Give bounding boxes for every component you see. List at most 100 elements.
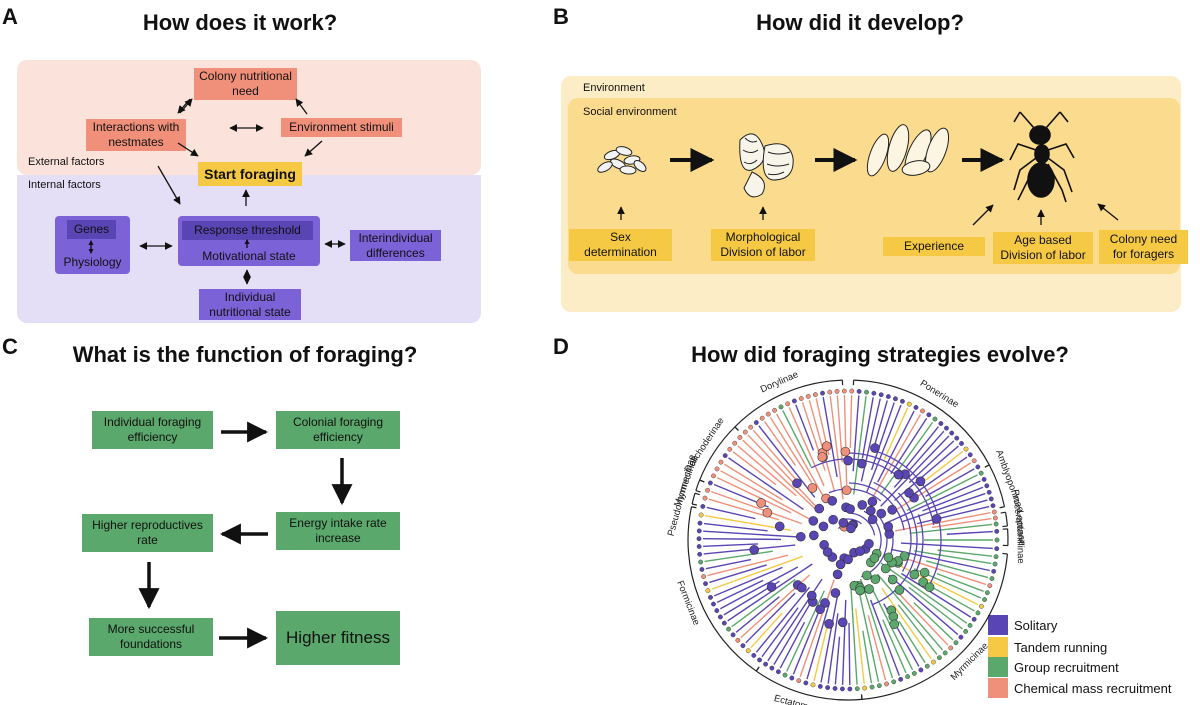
clade-tick: [984, 464, 990, 468]
clade-arc: [699, 426, 736, 481]
tip: [775, 669, 781, 675]
branch: [750, 612, 783, 649]
internal-node: [864, 538, 874, 549]
internal-node: [817, 452, 828, 462]
internal-node: [880, 563, 891, 574]
tip: [898, 676, 904, 682]
tip: [825, 685, 831, 691]
tip: [696, 536, 702, 542]
branch: [829, 396, 844, 500]
internal-node: [894, 585, 905, 595]
tip: [810, 682, 816, 688]
tip: [849, 388, 855, 394]
branch: [913, 602, 954, 641]
energy-intake-box: Energy intake rate increase: [276, 512, 400, 550]
tip: [732, 440, 738, 446]
individual-efficiency-box: Individual foraging efficiency: [92, 411, 213, 449]
ant-icon: [1009, 111, 1075, 203]
tip: [991, 568, 997, 574]
tip: [832, 686, 838, 691]
tip: [798, 396, 804, 401]
tip: [967, 623, 973, 628]
branch: [891, 462, 972, 513]
panel-a-title: How does it work?: [142, 10, 338, 35]
tip: [937, 655, 942, 661]
internal-node: [915, 476, 926, 487]
tip: [949, 430, 955, 436]
branch: [908, 440, 955, 484]
tip: [697, 520, 703, 526]
internal-node: [832, 569, 843, 580]
internal-node: [815, 604, 825, 615]
tip: [994, 537, 1000, 543]
clade-arc: [687, 506, 757, 672]
internal-arc: [810, 458, 901, 479]
tip: [991, 509, 997, 515]
age-based-division-box: Age based Division of labor: [993, 232, 1093, 264]
branch: [909, 523, 993, 535]
branch: [873, 400, 888, 447]
internal-node: [766, 582, 777, 592]
branch: [813, 625, 829, 682]
legend-swatch-group: [988, 657, 1008, 677]
branch: [867, 615, 887, 681]
branch: [792, 612, 819, 675]
internal-node: [824, 619, 834, 629]
branch: [876, 573, 944, 651]
tip: [705, 487, 710, 493]
clade-label: Dolichoderinae: [683, 416, 727, 475]
branch: [869, 599, 900, 676]
branch: [758, 425, 816, 498]
internal-node: [846, 523, 856, 534]
internal-node: [876, 508, 887, 519]
tip: [769, 665, 775, 671]
branch: [895, 512, 991, 532]
branch: [870, 402, 895, 471]
tip: [905, 674, 910, 679]
tip: [984, 590, 990, 596]
genes-box: Genes: [67, 220, 116, 239]
higher-fitness-box: Higher fitness: [276, 611, 400, 665]
clade-arc: [734, 379, 843, 428]
branch: [862, 630, 873, 684]
tip: [840, 686, 845, 692]
tip: [981, 476, 987, 482]
tip: [864, 389, 869, 395]
internal-node: [855, 585, 865, 596]
branch: [716, 476, 792, 514]
clade-label: Myrmicinae: [949, 641, 991, 683]
clade-tick: [999, 506, 1005, 509]
branch: [727, 563, 813, 622]
branch: [775, 413, 827, 502]
sex-determination-box: Sex determination: [569, 229, 672, 261]
response-threshold-box: Response threshold: [182, 221, 313, 240]
internal-node: [809, 530, 819, 541]
internal-arc: [848, 482, 905, 531]
branch: [906, 474, 978, 512]
branch: [752, 429, 799, 483]
tip: [963, 629, 969, 634]
tip: [699, 567, 705, 572]
branch: [705, 558, 752, 570]
branch: [848, 622, 851, 685]
tip: [757, 657, 762, 663]
phylogeny-branches: [702, 395, 993, 685]
clade-tick: [691, 506, 697, 509]
tip: [707, 480, 713, 486]
more-successful-box: More successful foundations: [89, 618, 213, 656]
clade-label: Ponerinae: [918, 378, 961, 410]
internal-node: [931, 514, 942, 524]
internal-node: [919, 567, 930, 578]
tip: [958, 634, 964, 640]
tip: [984, 483, 990, 489]
tip: [763, 661, 769, 667]
branch: [880, 421, 934, 495]
panel-d-label: D: [553, 334, 569, 359]
internal-factors-label: Internal factors: [28, 179, 101, 191]
tip: [986, 489, 992, 495]
social-environment-label: Social environment: [583, 106, 677, 118]
tip: [918, 667, 924, 673]
tip: [820, 390, 825, 396]
internal-node: [818, 521, 829, 532]
